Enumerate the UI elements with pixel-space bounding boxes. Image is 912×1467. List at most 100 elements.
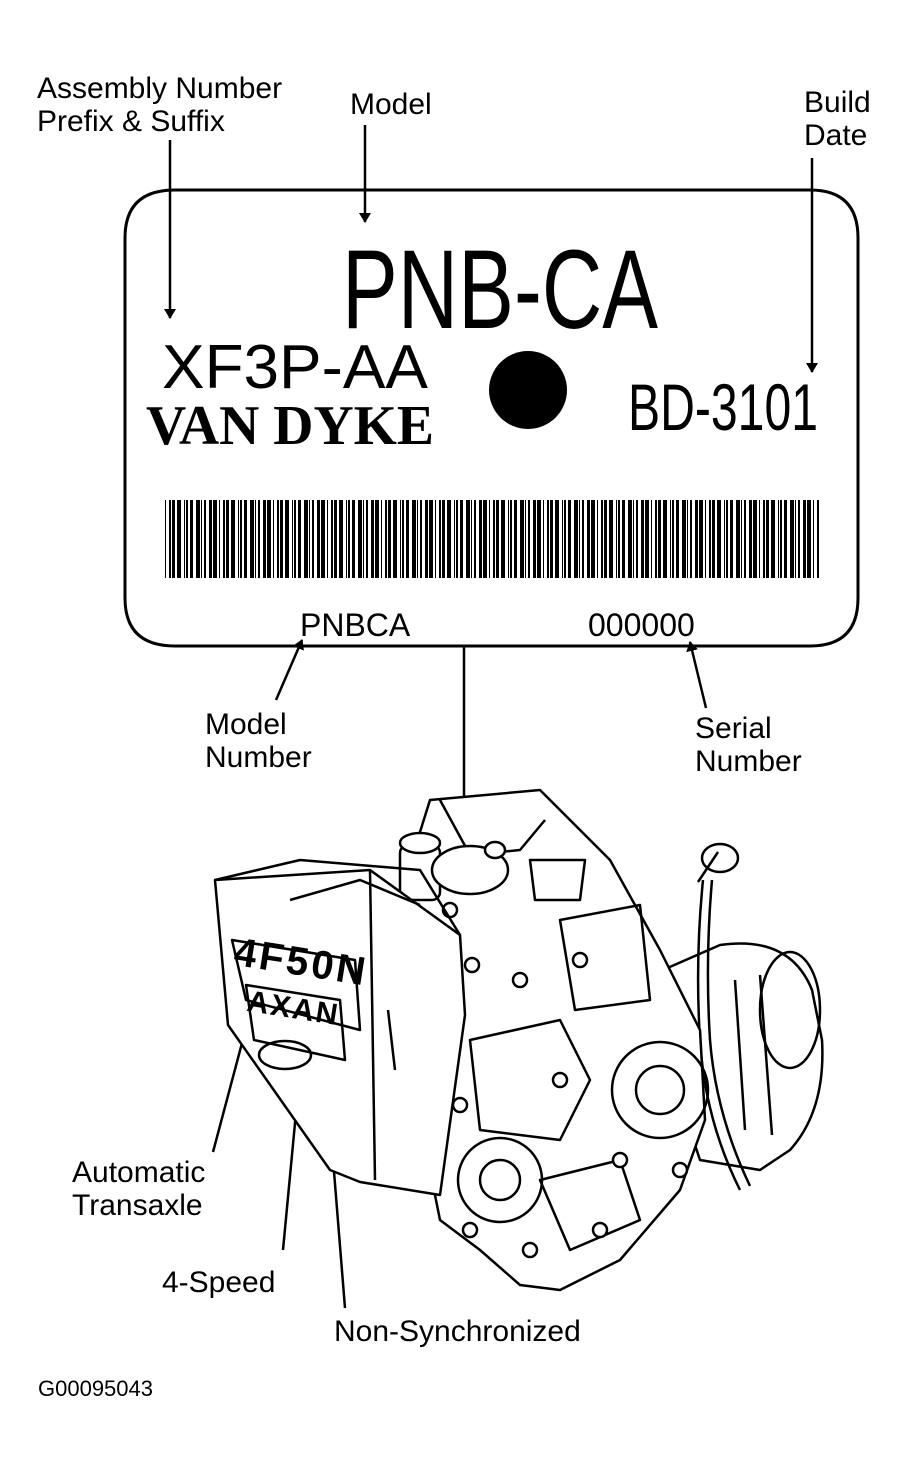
assembly-callout-label: Assembly Number Prefix & Suffix <box>37 72 282 138</box>
barcode-bar <box>244 500 247 578</box>
barcode-bar <box>651 500 652 578</box>
barcode-bar <box>493 500 495 578</box>
barcode-bar <box>564 500 566 578</box>
tag-model-number-text: PNBCA <box>300 607 411 643</box>
transaxle-illustration <box>213 788 824 1292</box>
barcode-bar <box>352 500 355 578</box>
barcode-bar <box>550 500 553 578</box>
barcode-bar <box>331 500 333 578</box>
barcode-bar <box>339 500 343 578</box>
barcode-bar <box>609 500 613 578</box>
barcode-bar <box>543 500 544 578</box>
barcode-bar <box>510 500 512 578</box>
barcode-bar <box>250 500 254 578</box>
barcode-bar <box>547 500 549 578</box>
barcode-bar <box>309 500 310 578</box>
barcode-bar <box>204 500 206 578</box>
barcode-bar <box>317 500 320 578</box>
barcode-bar <box>238 500 239 578</box>
barcode-bar <box>219 500 220 578</box>
four-speed-callout-label: 4-Speed <box>162 1266 275 1299</box>
barcode-bar <box>371 500 374 578</box>
barcode-bar <box>388 500 391 578</box>
barcode-bar <box>334 500 337 578</box>
model-callout-label: Model <box>350 88 432 121</box>
barcode-bar <box>582 500 584 578</box>
barcode-bar <box>633 500 634 578</box>
barcode-bar <box>255 500 256 578</box>
id-tag: PNB-CA XF3P-AA VAN DYKE BD-3101 PNBCA 00… <box>123 188 860 648</box>
non-sync-callout-label: Non-Synchronized <box>334 1315 581 1348</box>
barcode-bar <box>628 500 632 578</box>
barcode-bar <box>456 500 458 578</box>
barcode-bar <box>172 500 175 578</box>
barcode-bar <box>267 500 271 578</box>
barcode-bar <box>466 500 470 578</box>
barcode-bar <box>514 500 517 578</box>
barcode-bar <box>528 500 530 578</box>
barcode-bar <box>749 500 752 578</box>
barcode-bar <box>460 500 463 578</box>
barcode-bar <box>226 500 229 578</box>
barcode-bar <box>417 500 418 578</box>
barcode-bar <box>730 500 733 578</box>
barcode-bar <box>790 500 794 578</box>
barcode-bar <box>496 500 499 578</box>
barcode-bar <box>655 500 657 578</box>
barcode-bar <box>285 500 289 578</box>
automatic-callout-label: Automatic Transaxle <box>72 1156 205 1222</box>
barcode-bar <box>280 500 283 578</box>
barcode-bar <box>169 500 171 578</box>
serial-number-callout-label: Serial Number <box>695 712 802 778</box>
barcode-bar <box>795 500 796 578</box>
build-date-callout-line2: Date <box>804 119 868 152</box>
model-callout-text: Model <box>350 88 432 121</box>
barcode-bar <box>177 500 181 578</box>
barcode-bar <box>604 500 607 578</box>
barcode-bar <box>712 500 715 578</box>
barcode-bar <box>784 500 787 578</box>
barcode-bar <box>454 500 455 578</box>
tag-assembly-text: XF3P-AA <box>162 333 429 402</box>
model-number-callout-line2: Number <box>205 741 312 774</box>
barcode-bar <box>670 500 671 578</box>
barcode-bar <box>562 500 563 578</box>
serial-number-callout-line1: Serial <box>695 712 772 745</box>
barcode-bar <box>312 500 314 578</box>
barcode-bar <box>780 500 782 578</box>
barcode-bar <box>223 500 225 578</box>
barcode-bar <box>346 500 347 578</box>
barcode-bar <box>807 500 811 578</box>
barcode-bar <box>658 500 661 578</box>
barcode-bar <box>479 500 482 578</box>
barcode-bar <box>425 500 428 578</box>
barcode-bar <box>591 500 595 578</box>
barcode-bar <box>348 500 350 578</box>
barcode-bar <box>672 500 674 578</box>
barcode-bar <box>568 500 571 578</box>
assembly-callout-line2: Prefix & Suffix <box>37 105 225 138</box>
barcode-bar <box>412 500 416 578</box>
barcode-bar <box>537 500 541 578</box>
barcode-bar <box>618 500 620 578</box>
barcode-bar <box>184 500 185 578</box>
barcode-bar <box>636 500 638 578</box>
barcode-bar <box>294 500 296 578</box>
barcode-bar <box>699 500 703 578</box>
barcode-bar <box>778 500 779 578</box>
automatic-callout-line2: Transaxle <box>72 1189 203 1222</box>
figure-id: G00095043 <box>38 1376 153 1401</box>
barcode <box>165 500 819 578</box>
barcode-bar <box>724 500 725 578</box>
serial-number-callout-line2: Number <box>695 745 802 778</box>
barcode-bar <box>483 500 487 578</box>
barcode-bar <box>645 500 649 578</box>
barcode-bar <box>304 500 308 578</box>
barcode-bar <box>209 500 212 578</box>
barcode-bar <box>753 500 757 578</box>
tag-serial-number-text: 000000 <box>588 607 695 643</box>
barcode-bar <box>555 500 559 578</box>
barcode-bar <box>231 500 235 578</box>
barcode-bar <box>726 500 728 578</box>
